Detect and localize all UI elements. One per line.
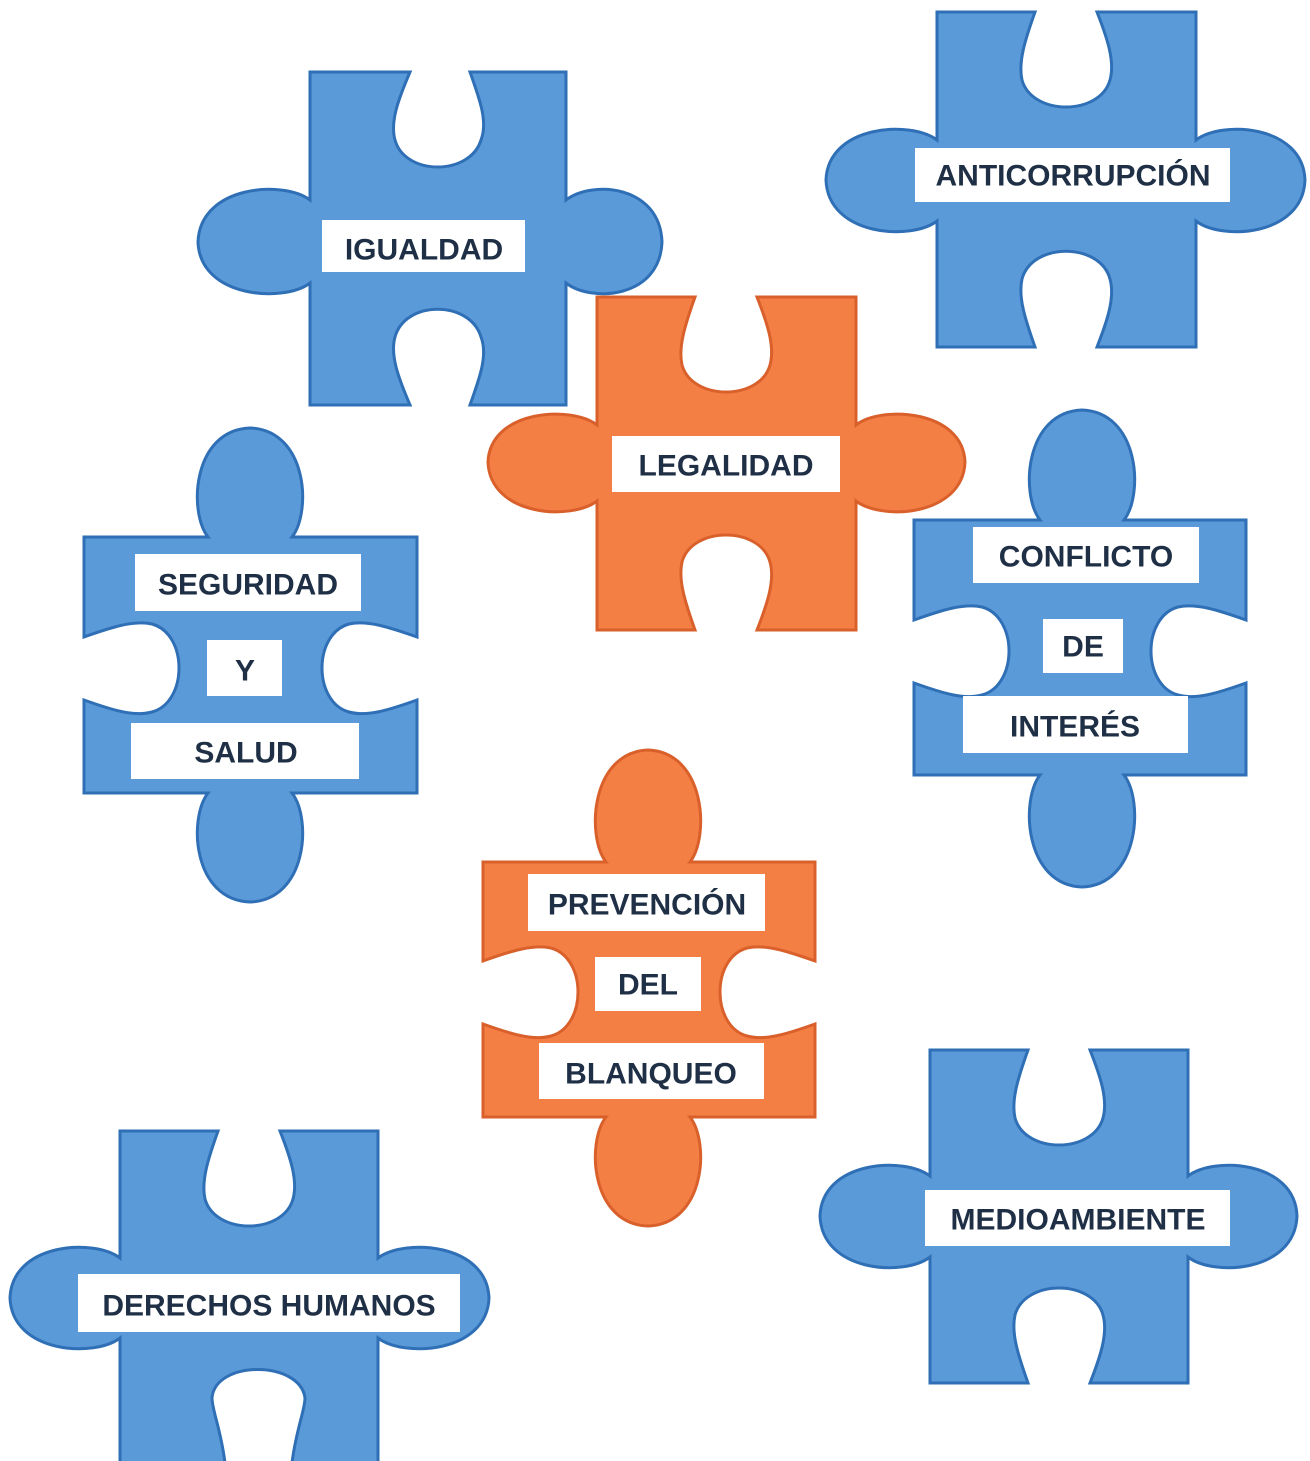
piece-label: INTERÉS — [1010, 710, 1140, 744]
piece-label: PREVENCIÓN — [548, 888, 746, 922]
piece-seguridad-y-salud: SEGURIDAD Y SALUD — [82, 426, 419, 904]
label-box — [612, 436, 840, 492]
piece-anticorrupcion: ANTICORRUPCIÓN — [824, 10, 1307, 349]
label-box — [131, 723, 359, 779]
label-box — [963, 696, 1188, 753]
piece-medioambiente: MEDIOAMBIENTE — [818, 1048, 1299, 1385]
piece-legalidad: LEGALIDAD — [486, 295, 967, 632]
label-box — [925, 1190, 1230, 1246]
piece-label: DEL — [618, 969, 678, 1002]
piece-label: Y — [235, 655, 255, 688]
piece-derechos-humanos: DERECHOS HUMANOS — [8, 1129, 491, 1461]
piece-label: IGUALDAD — [345, 234, 503, 267]
piece-label: MEDIOAMBIENTE — [951, 1204, 1206, 1237]
label-box — [1043, 619, 1123, 673]
label-box — [973, 527, 1199, 583]
piece-label: SEGURIDAD — [158, 569, 338, 602]
label-box — [915, 148, 1230, 202]
label-box — [78, 1274, 460, 1332]
label-box — [539, 1043, 764, 1099]
label-box — [135, 554, 361, 611]
piece-igualdad: IGUALDAD — [196, 70, 664, 407]
label-box — [528, 874, 765, 931]
piece-label: DE — [1062, 631, 1104, 664]
piece-label: CONFLICTO — [999, 541, 1173, 574]
piece-label: DERECHOS HUMANOS — [102, 1290, 435, 1323]
piece-label: LEGALIDAD — [639, 450, 814, 483]
piece-conflicto-de-interes: CONFLICTO DE INTERÉS — [912, 408, 1248, 889]
label-box — [595, 957, 701, 1011]
piece-label: ANTICORRUPCIÓN — [936, 159, 1211, 193]
piece-label: BLANQUEO — [565, 1058, 737, 1091]
piece-prevencion-del-blanqueo: PREVENCIÓN DEL BLANQUEO — [481, 748, 817, 1228]
piece-label: SALUD — [194, 737, 297, 770]
label-box — [207, 640, 282, 696]
label-box — [322, 220, 525, 272]
